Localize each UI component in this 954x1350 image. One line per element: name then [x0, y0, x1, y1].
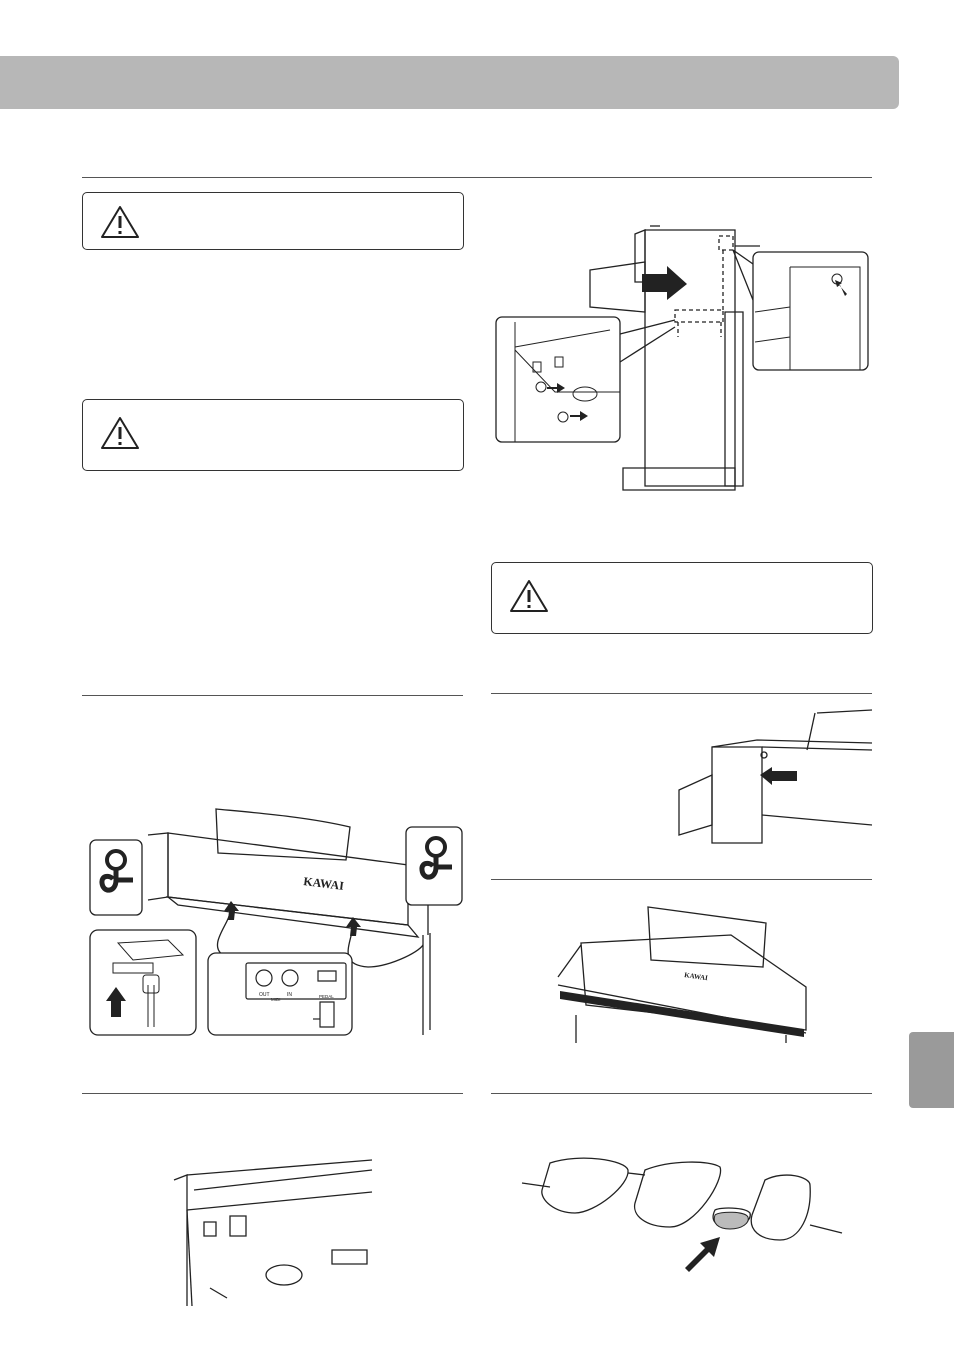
connector-label-midi: MIDI: [271, 997, 281, 1002]
cable-clip-icon: [102, 851, 133, 890]
arrow-icon: [642, 266, 687, 300]
warning-triangle-icon: [510, 580, 548, 612]
arrow-icon: [760, 767, 797, 785]
connector-label-pedal: PEDAL: [319, 994, 334, 999]
section-rule-step7: [82, 1093, 463, 1094]
side-panel-illustration: [495, 222, 870, 494]
connector-label-in: IN: [287, 992, 292, 998]
thumb-screw-icon: [714, 1212, 748, 1229]
arrow-icon: [106, 987, 126, 1017]
pedal-adjuster-illustration: [520, 1155, 845, 1272]
kawai-logo: KAWAI: [303, 874, 345, 893]
assembled-piano-illustration: KAWAI: [556, 905, 808, 1043]
cable-connection-illustration: KAWAI OUT IN MIDI PEDAL: [88, 805, 463, 1037]
warning-triangle-icon: [101, 206, 139, 238]
side-screw-illustration: [677, 705, 872, 843]
section-rule-step8: [491, 1093, 872, 1094]
kawai-logo: KAWAI: [684, 971, 709, 982]
top-rule: [82, 177, 872, 178]
cable-clip-icon: [422, 838, 452, 877]
warning-triangle-icon: [101, 417, 139, 449]
warning-box-2: [82, 399, 464, 471]
warning-box-1: [82, 192, 464, 250]
arrow-icon: [685, 1237, 720, 1272]
warning-box-3: [491, 562, 873, 634]
back-panel-illustration: [172, 1160, 377, 1306]
section-rule-step4: [82, 695, 463, 696]
section-header-bar: [0, 56, 899, 109]
section-rule-step5: [491, 693, 872, 694]
section-rule-step6: [491, 879, 872, 880]
chapter-side-tab: [909, 1032, 954, 1108]
connector-label-out: OUT: [259, 992, 270, 998]
